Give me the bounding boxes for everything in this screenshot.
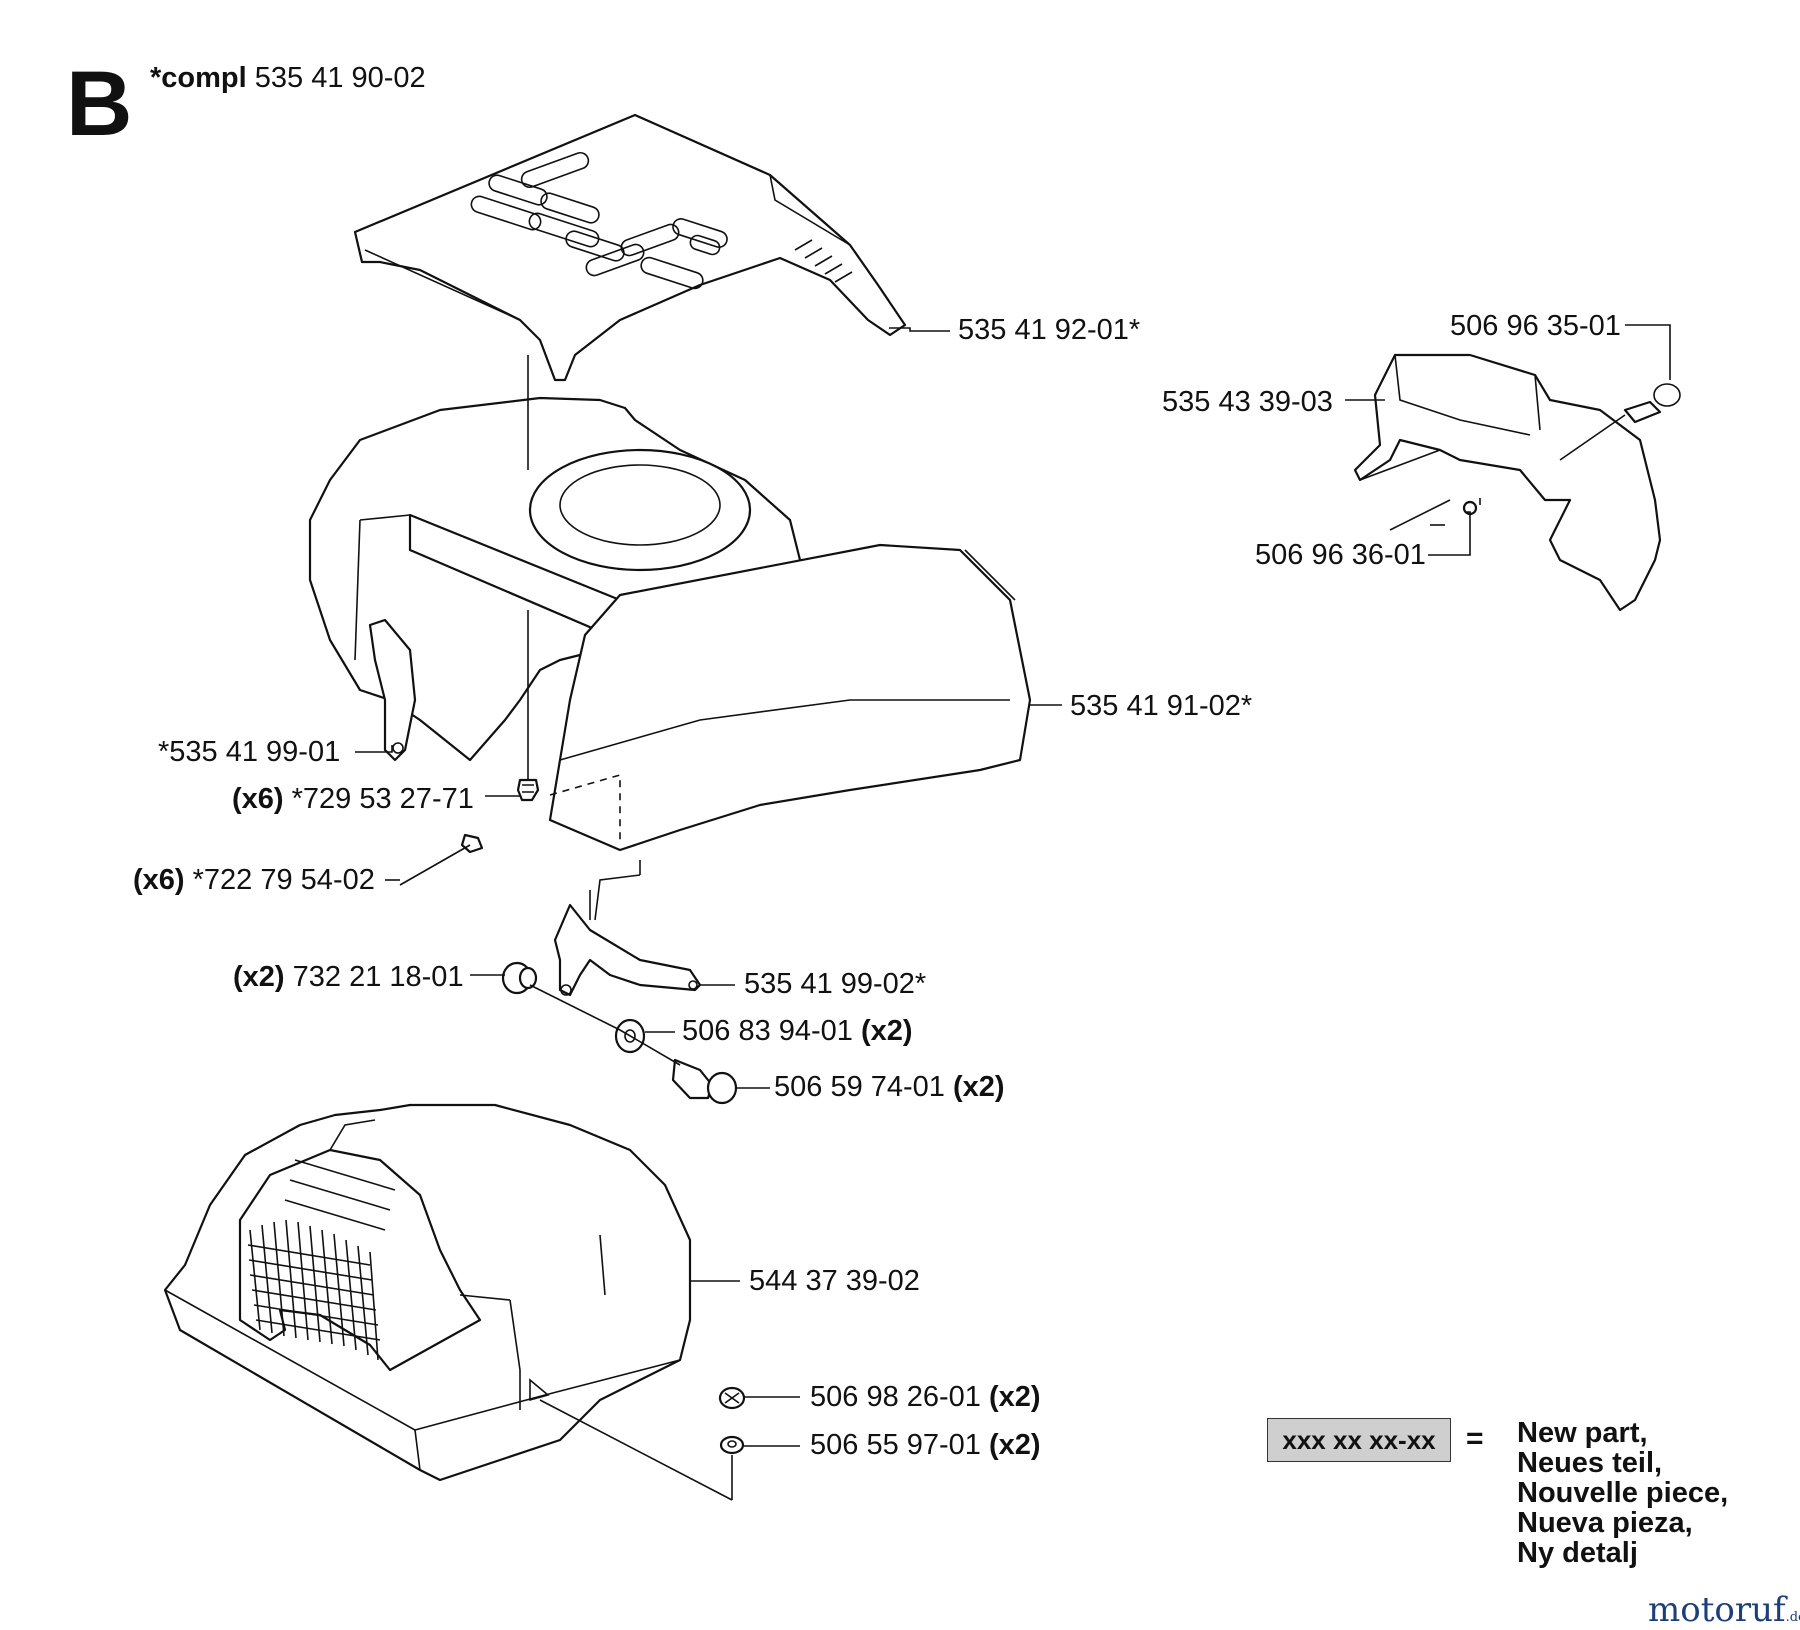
rivet bbox=[399, 833, 484, 886]
screw-small-number: 506 98 26-01 bbox=[810, 1381, 981, 1413]
label-bracket-left: *535 41 99-01 bbox=[158, 736, 341, 768]
screw-qty: (x6) bbox=[232, 783, 284, 815]
screw-number: *729 53 27-71 bbox=[291, 783, 474, 815]
body-hood bbox=[163, 1103, 692, 1482]
label-top-hood-cover: 535 41 92-01* bbox=[958, 314, 1141, 346]
watermark-brand: motoruf bbox=[1648, 1590, 1786, 1630]
label-engine-shroud: 535 41 91-02* bbox=[1070, 690, 1253, 722]
lock-pin bbox=[1623, 383, 1681, 424]
label-small-nut: 506 96 36-01 bbox=[1255, 539, 1426, 571]
washer-small-qty: (x2) bbox=[989, 1429, 1041, 1461]
screw-small-qty: (x2) bbox=[989, 1381, 1041, 1413]
engine-shroud bbox=[308, 396, 1032, 852]
label-screw: (x6) *729 53 27-71 bbox=[232, 785, 474, 814]
section-letter: B bbox=[66, 53, 133, 155]
screw bbox=[516, 778, 540, 802]
washer-small-number: 506 55 97-01 bbox=[810, 1429, 981, 1461]
hood-vent-slots bbox=[470, 151, 728, 290]
compl-number: 535 41 90-02 bbox=[254, 62, 426, 94]
bolt-number: 506 59 74-01 bbox=[774, 1071, 945, 1103]
bolt-qty: (x2) bbox=[953, 1071, 1005, 1103]
label-lock-pin: 506 96 35-01 bbox=[1450, 310, 1621, 342]
knob-fastener bbox=[501, 961, 538, 995]
watermark-logo: motoruf.de bbox=[1648, 1590, 1800, 1630]
hood-grille bbox=[247, 1219, 381, 1361]
knob-qty: (x2) bbox=[233, 961, 285, 993]
legend-line-fr: Nouvelle piece, bbox=[1517, 1477, 1729, 1509]
label-rivet: (x6) *722 79 54-02 bbox=[133, 866, 375, 895]
label-shoulder-bolt: 506 59 74-01 (x2) bbox=[774, 1073, 1005, 1102]
label-washer-small: 506 55 97-01 (x2) bbox=[810, 1431, 1041, 1460]
legend-line-sv: Ny detalj bbox=[1517, 1537, 1638, 1569]
deflector-guard bbox=[1353, 353, 1662, 612]
watermark-suffix: .de bbox=[1785, 1610, 1800, 1625]
legend-text: New part, Neues teil, Nouvelle piece, Nu… bbox=[1517, 1418, 1728, 1568]
label-side-bracket: 535 41 99-02* bbox=[744, 968, 927, 1000]
washer-number: 506 83 94-01 bbox=[682, 1015, 853, 1047]
knob-number: 732 21 18-01 bbox=[292, 961, 464, 993]
screw-small bbox=[718, 1386, 746, 1410]
washer-qty: (x2) bbox=[861, 1015, 913, 1047]
label-deflector-guard: 535 43 39-03 bbox=[1162, 386, 1333, 418]
legend-code-box: xxx xx xx-xx bbox=[1267, 1418, 1451, 1462]
shoulder-bolt bbox=[671, 1058, 738, 1105]
rivet-number: *722 79 54-02 bbox=[192, 864, 375, 896]
legend-equals: = bbox=[1466, 1422, 1484, 1455]
top-hood-cover bbox=[353, 113, 907, 382]
complete-assembly-label: *compl 535 41 90-02 bbox=[150, 62, 426, 95]
label-screw-small: 506 98 26-01 (x2) bbox=[810, 1383, 1041, 1412]
label-body-hood: 544 37 39-02 bbox=[749, 1265, 920, 1297]
legend-line-en: New part, bbox=[1517, 1417, 1648, 1449]
side-bracket bbox=[553, 860, 702, 997]
label-knob: (x2) 732 21 18-01 bbox=[233, 963, 464, 992]
washer-small bbox=[719, 1435, 745, 1455]
label-washer: 506 83 94-01 (x2) bbox=[682, 1017, 913, 1046]
legend-line-de: Neues teil, bbox=[1517, 1447, 1663, 1479]
legend-line-es: Nueva pieza, bbox=[1517, 1507, 1693, 1539]
rivet-qty: (x6) bbox=[133, 864, 185, 896]
compl-prefix: *compl bbox=[150, 62, 247, 94]
leader-lines bbox=[355, 324, 1671, 1501]
